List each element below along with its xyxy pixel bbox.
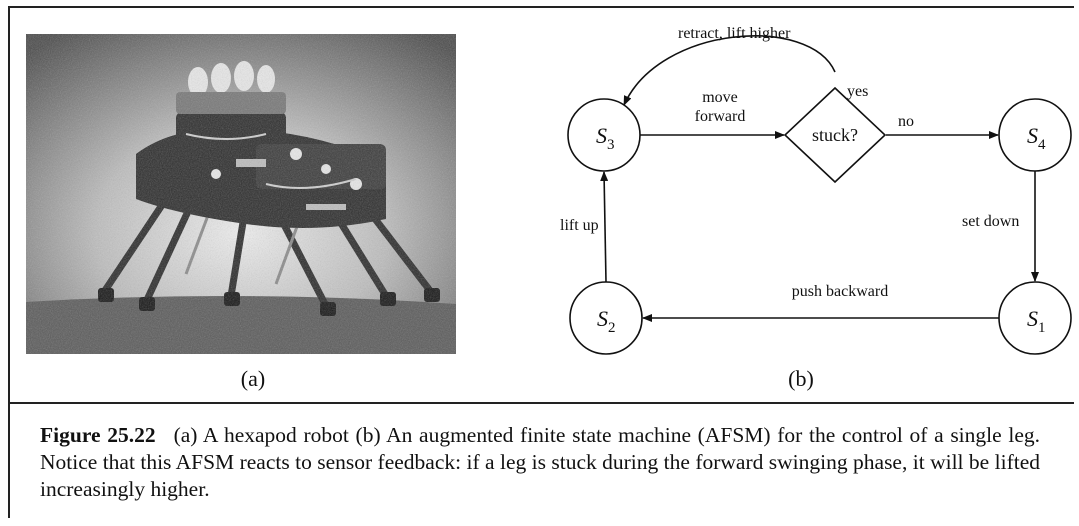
edge-label-retract: retract, lift higher <box>678 25 791 42</box>
edge-label-yes: yes <box>847 83 868 100</box>
edge-lift-up <box>600 171 609 283</box>
edge-label-forward: forward <box>695 108 746 125</box>
panel-a-label: (a) <box>240 366 266 391</box>
figure-number: Figure 25.22 <box>40 423 156 447</box>
caption-text: (a) A hexapod robot (b) An augmented fin… <box>40 423 1040 501</box>
afsm-diagram: S3 S4 S2 S1 stuck? retract, lift higher … <box>560 25 1072 355</box>
state-s1-label: S1 <box>1027 306 1046 336</box>
state-s3-label: S3 <box>596 123 615 153</box>
figure-caption: Figure 25.22(a) A hexapod robot (b) An a… <box>40 422 1040 503</box>
edge-label-no: no <box>898 113 914 130</box>
state-s4-label: S4 <box>1027 123 1046 153</box>
decision-diamond <box>783 86 887 184</box>
edge-label-lift-up: lift up <box>560 217 599 234</box>
edge-label-set-down: set down <box>962 213 1019 230</box>
state-s2-label: S2 <box>597 306 616 336</box>
left-rule <box>8 6 10 518</box>
decision-label: stuck? <box>812 125 858 145</box>
edge-label-move: move <box>702 89 738 106</box>
hexapod-robot-photo <box>26 34 456 354</box>
top-rule <box>8 6 1074 8</box>
edge-yes-retract <box>623 35 836 106</box>
panel-b-label: (b) <box>788 366 814 391</box>
edge-label-push-backward: push backward <box>792 283 888 300</box>
panel-divider-rule <box>8 402 1074 404</box>
